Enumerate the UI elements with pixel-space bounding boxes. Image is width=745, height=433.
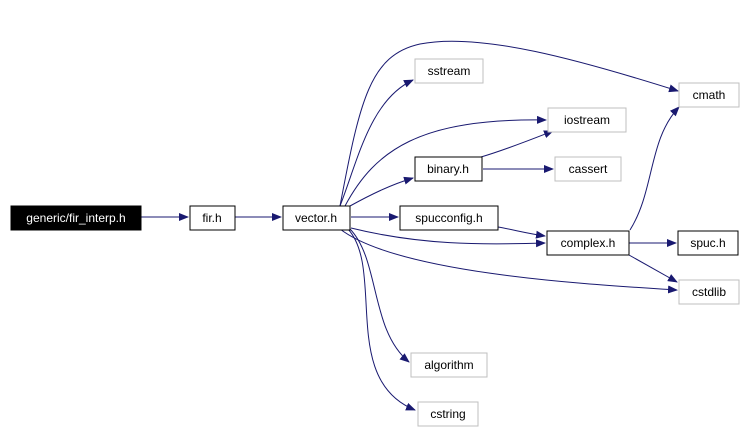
edge-binary-to-iostream [480,130,554,158]
node-label: cassert [569,162,608,176]
node-vector-h[interactable]: vector.h [282,205,351,231]
node-spuc-h[interactable]: spuc.h [677,230,739,256]
node-binary-h[interactable]: binary.h [414,156,483,182]
node-spucconfig-h[interactable]: spucconfig.h [399,205,499,231]
node-label: complex.h [561,236,616,250]
edge-spucconfig-to-complex [497,226,546,239]
node-fir-h[interactable]: fir.h [189,205,236,231]
node-label: vector.h [295,211,337,225]
node-fir-interp-h[interactable]: generic/fir_interp.h [10,205,142,231]
node-label: sstream [428,64,471,78]
node-sstream[interactable]: sstream [414,58,484,84]
node-label: spucconfig.h [415,211,482,225]
node-label: cstdlib [692,285,726,299]
node-label: cmath [693,88,726,102]
node-cstring[interactable]: cstring [417,401,479,427]
node-iostream[interactable]: iostream [547,107,627,133]
node-cstdlib[interactable]: cstdlib [678,279,740,305]
node-label: iostream [564,113,610,127]
edge-vector-to-cmath [339,40,679,207]
node-label: binary.h [427,162,469,176]
node-complex-h[interactable]: complex.h [546,230,630,256]
edge-vector-to-algorithm [349,228,410,363]
node-label: fir.h [202,211,221,225]
node-label: cstring [430,407,465,421]
edge-vector-to-cstring [347,228,416,411]
edge-vector-to-binary [349,176,414,207]
node-cassert[interactable]: cassert [554,156,622,182]
edge-vector-to-iostream [344,115,547,207]
edge-complex-to-cstdlib [628,254,678,283]
edge-complex-to-cmath [629,106,680,231]
edge-vector-to-cstdlib [339,228,678,294]
edge-vector-to-sstream [339,79,414,207]
edge-vector-to-complex [350,227,546,248]
node-label: generic/fir_interp.h [26,211,125,225]
node-label: spuc.h [690,236,725,250]
node-algorithm[interactable]: algorithm [410,352,488,378]
node-cmath[interactable]: cmath [678,82,740,108]
node-label: algorithm [424,358,473,372]
